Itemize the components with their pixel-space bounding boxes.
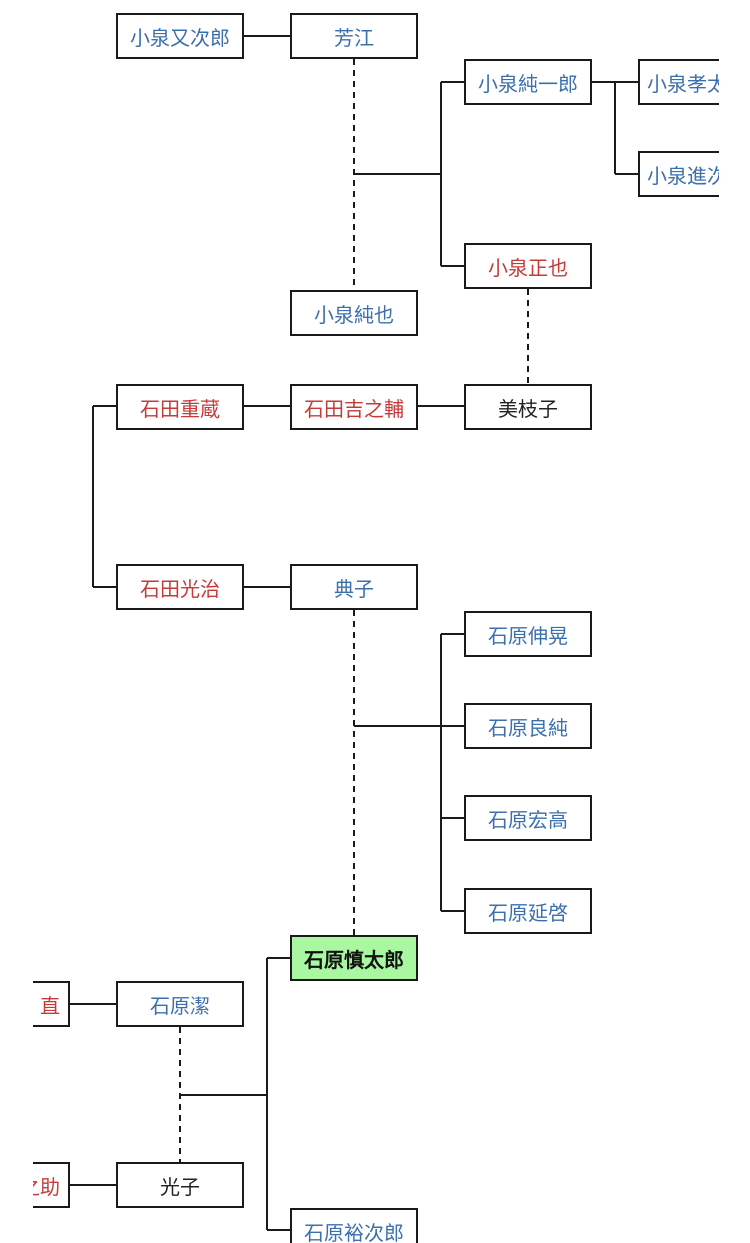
person-box[interactable]: 石田重蔵 [116, 384, 244, 430]
person-box[interactable]: 小泉純也 [290, 290, 418, 336]
person-name: 石原潔 [150, 993, 210, 1018]
person-box[interactable]: 石田吉之輔 [290, 384, 418, 430]
person-name: 之助 [33, 1174, 60, 1199]
person-box[interactable]: 石原宏高 [464, 795, 592, 841]
person-box[interactable]: 石原延啓 [464, 888, 592, 934]
person-name: 典子 [334, 576, 374, 601]
left-clip: 直 之助 [33, 0, 750, 1243]
person-name: 小泉正也 [488, 255, 568, 280]
person-box[interactable]: 小泉正也 [464, 243, 592, 289]
person-box[interactable]: 小泉進次郎 [638, 151, 719, 197]
person-name: 小泉又次郎 [130, 25, 230, 50]
person-name: 小泉進次郎 [647, 163, 719, 188]
person-name: 石田光治 [140, 576, 220, 601]
person-box[interactable]: 小泉又次郎 [116, 13, 244, 59]
person-box[interactable]: 芳江 [290, 13, 418, 59]
person-name: 光子 [160, 1174, 200, 1199]
person-box[interactable]: 光子 [116, 1162, 244, 1208]
person-box[interactable]: 典子 [290, 564, 418, 610]
person-name: 石田吉之輔 [304, 396, 404, 421]
person-box[interactable]: 石原裕次郎 [290, 1208, 418, 1243]
person-box[interactable]: 小泉純一郎 [464, 59, 592, 105]
tree-viewport: 小泉又次郎 芳江 小泉純一郎 小泉孝太郎 小泉進次郎 小泉正也 小泉純也 石田重… [116, 13, 719, 1243]
person-name: 石田重蔵 [140, 396, 220, 421]
person-name: 芳江 [334, 25, 374, 50]
person-box[interactable]: 石田光治 [116, 564, 244, 610]
person-name: 小泉純也 [314, 302, 394, 327]
person-name: 石原慎太郎 [304, 947, 404, 972]
person-name: 小泉孝太郎 [647, 71, 719, 96]
person-box-selected[interactable]: 石原慎太郎 [290, 935, 418, 981]
person-box[interactable]: 石原良純 [464, 703, 592, 749]
person-box[interactable]: 直 [33, 981, 70, 1027]
person-box[interactable]: 石原潔 [116, 981, 244, 1027]
person-name: 石原延啓 [488, 900, 568, 925]
person-name: 石原伸晃 [488, 623, 568, 648]
person-box[interactable]: 美枝子 [464, 384, 592, 430]
person-name: 石原裕次郎 [304, 1220, 404, 1243]
person-box[interactable]: 之助 [33, 1162, 70, 1208]
person-box[interactable]: 小泉孝太郎 [638, 59, 719, 105]
person-name: 石原宏高 [488, 807, 568, 832]
person-name: 石原良純 [488, 715, 568, 740]
person-name: 小泉純一郎 [478, 71, 578, 96]
person-box[interactable]: 石原伸晃 [464, 611, 592, 657]
person-name: 直 [40, 993, 60, 1018]
person-name: 美枝子 [498, 396, 558, 421]
